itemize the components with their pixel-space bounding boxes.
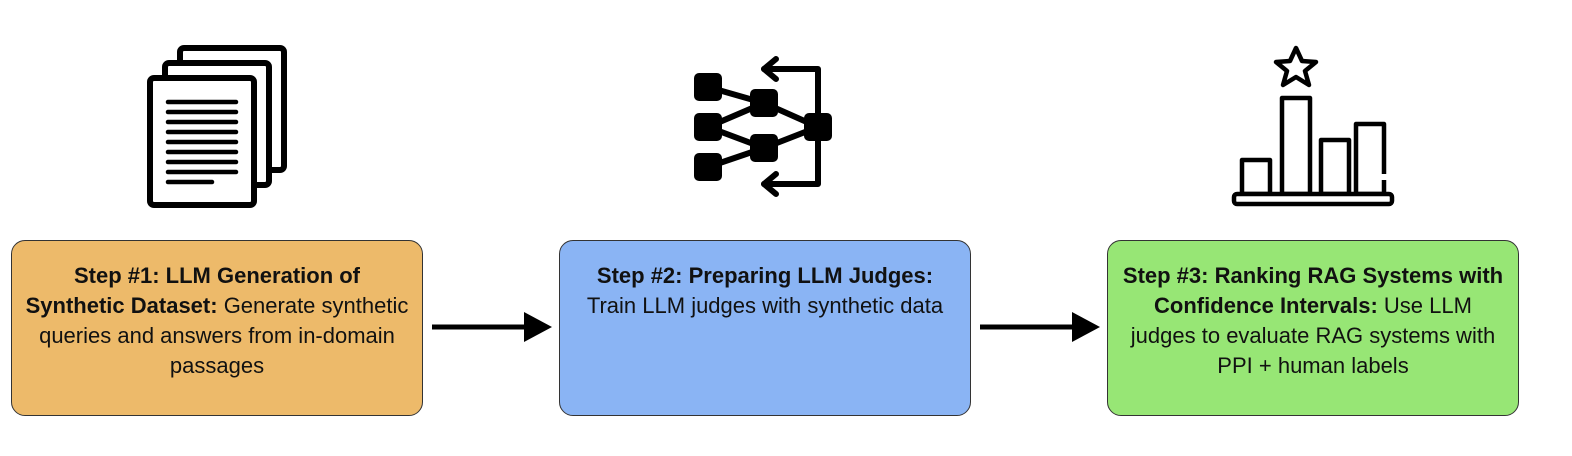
arrow-right-icon <box>432 312 552 342</box>
step-1-box: Step #1: LLM Generation of Synthetic Dat… <box>11 240 423 416</box>
step-3-box: Step #3: Ranking RAG Systems with Confid… <box>1107 240 1519 416</box>
step-1-title: Step #1: LLM Generation of Synthetic Dat… <box>25 263 361 318</box>
bar-chart-star-icon <box>1231 45 1395 207</box>
step-2-box: Step #2: Preparing LLM Judges: Train LLM… <box>559 240 971 416</box>
step-3-body: Use LLM judges to evaluate RAG systems w… <box>1130 293 1496 378</box>
step-2-title: Step #2: Preparing LLM Judges: <box>596 263 934 288</box>
step-1-body: Generate synthetic queries and answers f… <box>39 293 409 378</box>
step-2-body: Train LLM judges with synthetic data <box>586 293 944 318</box>
network-flow-icon <box>694 56 832 197</box>
step-3-title: Step #3: Ranking RAG Systems with Confid… <box>1122 263 1504 318</box>
arrow-right-icon <box>980 312 1100 342</box>
document-stack-icon <box>147 45 287 208</box>
